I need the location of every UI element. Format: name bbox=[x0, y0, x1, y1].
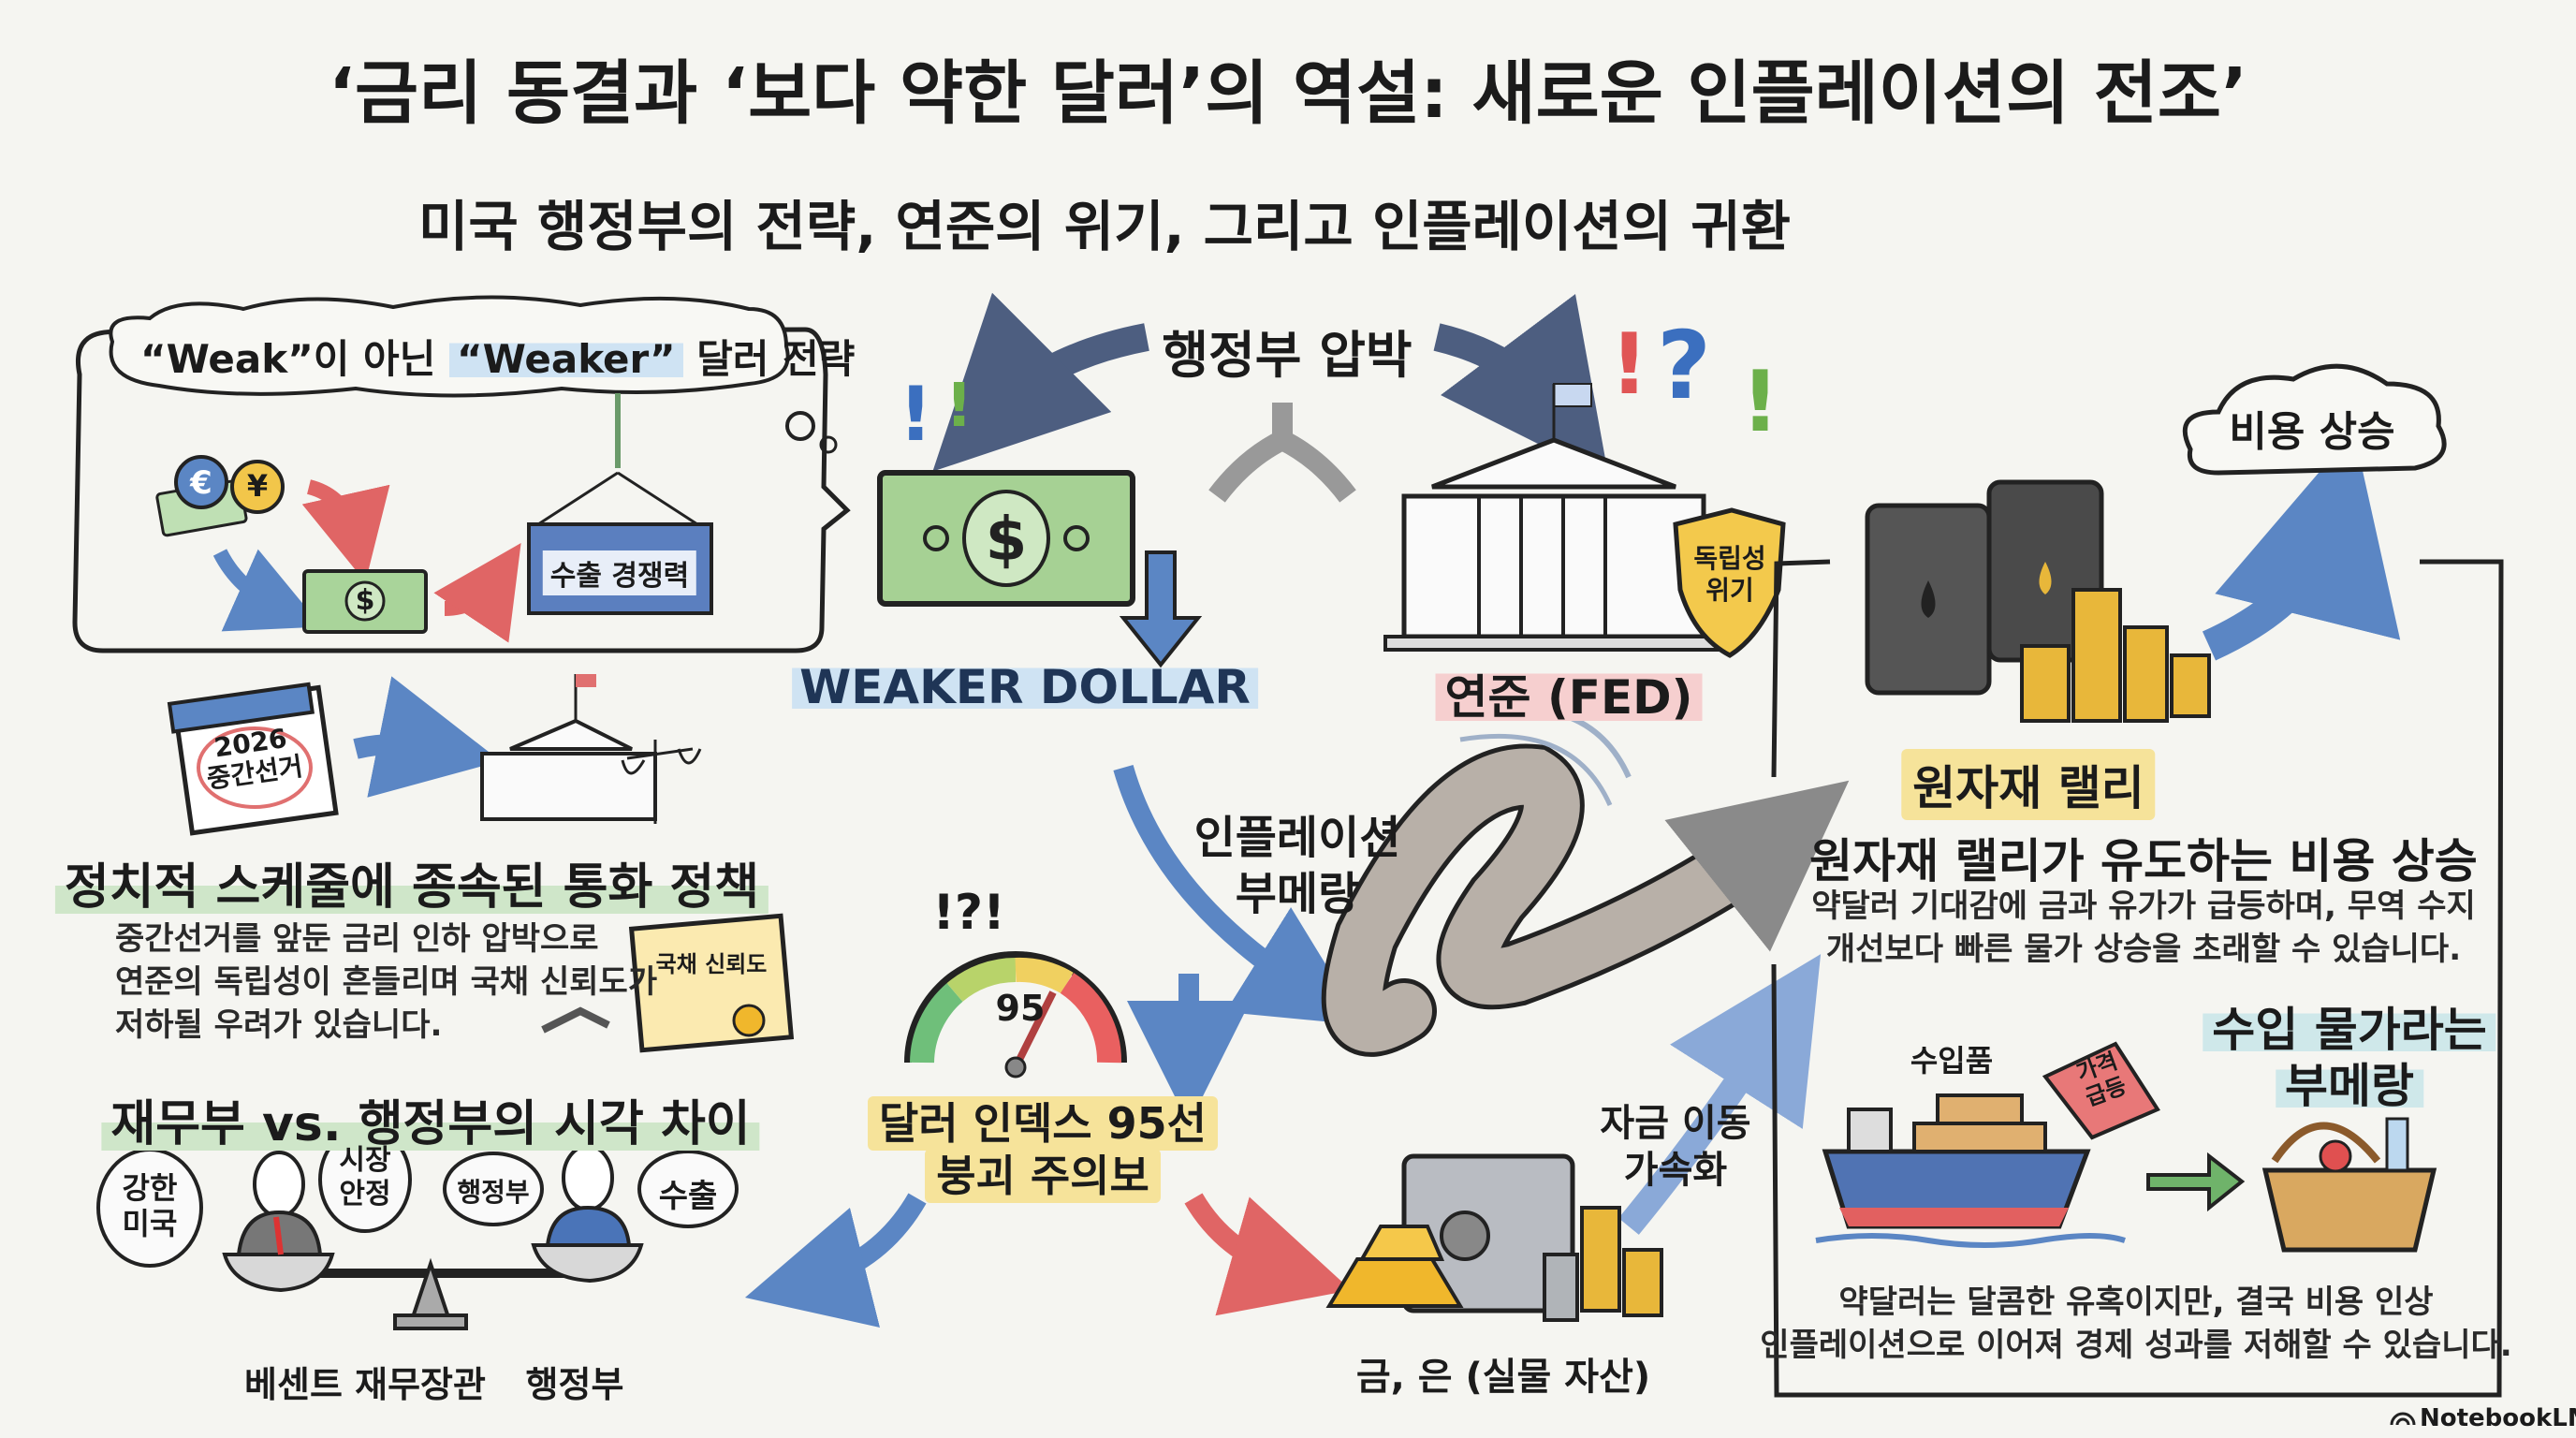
broken-chain-icon bbox=[541, 1006, 610, 1034]
exclaim-icon: ! bbox=[1741, 353, 1779, 451]
dollar-index-gauge bbox=[904, 951, 1127, 1078]
red-arrow-icon bbox=[433, 543, 521, 643]
question-icon: ? bbox=[1657, 311, 1711, 420]
treasury-secretary-figure bbox=[236, 1151, 323, 1256]
cost-rise-arrow-icon bbox=[2202, 432, 2401, 661]
pressure-label: 행정부 압박 bbox=[1162, 326, 1412, 385]
shopping-basket-icon bbox=[2261, 1117, 2437, 1253]
safe-gold-silver-icon bbox=[1325, 1153, 1663, 1322]
bubble-market-stability: 시장 안정 bbox=[339, 1144, 391, 1211]
bubble-administration: 행정부 bbox=[457, 1177, 530, 1208]
notebooklm-logo-icon bbox=[2390, 1412, 2416, 1426]
gauge-needle bbox=[1012, 990, 1057, 1069]
gold-coin-stacks-icon bbox=[2020, 588, 2211, 723]
views-heading: 재무부 vs. 행정부의 시각 차이 bbox=[101, 1084, 760, 1154]
blue-arrow-icon bbox=[212, 549, 322, 632]
boomerang-icon bbox=[1321, 705, 1850, 1057]
flow-arrow-icon bbox=[1113, 764, 1363, 1025]
page-title: ‘금리 동결과 ‘보다 약한 달러’의 역설: 새로운 인플레이션의 전조’ bbox=[328, 53, 2248, 134]
container-label: 수출 경쟁력 bbox=[542, 550, 697, 595]
bubble-strong-america: 강한 미국 bbox=[122, 1170, 178, 1241]
commodities-heading: 원자재 랠리가 유도하는 비용 상승 bbox=[1809, 834, 2478, 888]
exclaim-icon: ! bbox=[899, 371, 932, 458]
strategy-title-prefix: “Weak”이 아닌 bbox=[140, 336, 449, 382]
gauge-alert-marks: !?! bbox=[932, 885, 1005, 941]
price-tag-icon bbox=[2042, 1041, 2160, 1140]
pressure-arrow-right bbox=[1433, 293, 1610, 479]
red-arrow-icon bbox=[1184, 1193, 1352, 1316]
cost-cloud bbox=[2182, 363, 2447, 476]
svg-text:$: $ bbox=[986, 506, 1028, 575]
red-arrow-icon bbox=[301, 479, 390, 582]
dollar-bill-icon bbox=[302, 569, 428, 634]
balance-scale-icon bbox=[222, 1144, 644, 1330]
flow-arrow-icon bbox=[744, 1193, 927, 1328]
certificate-label: 국채 신뢰도 bbox=[655, 951, 768, 977]
euro-yen-coins-icon bbox=[155, 455, 285, 537]
strategy-title-highlight: “Weaker” bbox=[448, 336, 683, 382]
dollar-symbol: $ bbox=[355, 584, 375, 617]
pressure-arrow-left bbox=[932, 292, 1149, 472]
weaker-dollar-bill-icon: $ bbox=[877, 470, 1203, 668]
certificate-icon bbox=[541, 913, 795, 1053]
bubble-exports: 수출 bbox=[658, 1178, 718, 1215]
calendar-icon bbox=[167, 682, 339, 836]
gauge-value: 95 bbox=[995, 988, 1046, 1029]
administration-figure bbox=[545, 1144, 632, 1247]
weaker-dollar-label: WEAKER DOLLAR bbox=[792, 660, 1258, 714]
page-subtitle: 미국 행정부의 전략, 연준의 위기, 그리고 인플레이션의 귀환 bbox=[417, 195, 1792, 258]
imports-goods-label: 수입품 bbox=[1910, 1043, 1994, 1078]
yen-symbol: ¥ bbox=[246, 468, 269, 504]
green-arrow-icon bbox=[2146, 1152, 2246, 1212]
split-arrow-icon bbox=[1208, 403, 1356, 503]
strategy-title-suffix: 달러 전략 bbox=[682, 336, 856, 382]
euro-symbol: € bbox=[190, 464, 212, 502]
cost-rise-cloud-label: 비용 상승 bbox=[2229, 408, 2395, 456]
exclaim-icon: ! bbox=[945, 372, 973, 441]
notebooklm-brand: NotebookLM bbox=[2420, 1404, 2576, 1432]
treasury-secretary-label: 베센트 재무장관 bbox=[244, 1364, 486, 1405]
government-building-icon bbox=[480, 674, 702, 824]
safe-assets-label: 금, 은 (실물 자산) bbox=[1355, 1356, 1651, 1399]
commodities-frame bbox=[1771, 559, 2504, 1398]
capital-flow-arrow-icon bbox=[1618, 954, 1822, 1235]
blue-arrow-icon bbox=[353, 676, 501, 798]
strategy-title: “Weak”이 아닌 “Weaker” 달러 전략 bbox=[140, 328, 855, 385]
politics-heading: 정치적 스케줄에 종속된 통화 정책 bbox=[54, 847, 769, 917]
administration-label: 행정부 bbox=[525, 1364, 624, 1405]
commodity-rally-label: 원자재 랠리 bbox=[1901, 749, 2156, 820]
fed-building-icon bbox=[1383, 383, 1724, 652]
fed-label: 연준 (FED) bbox=[1435, 660, 1703, 727]
cargo-ship-icon bbox=[1815, 1093, 2126, 1248]
exclaim-icon: ! bbox=[1610, 315, 1648, 414]
